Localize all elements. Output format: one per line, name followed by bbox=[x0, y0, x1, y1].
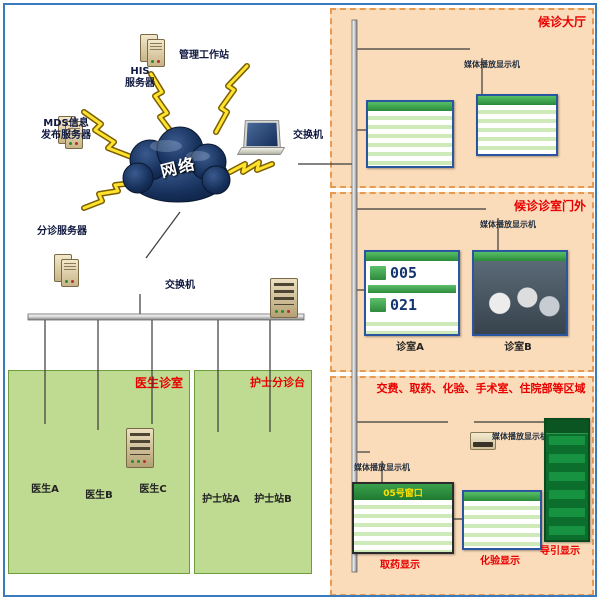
queue-number: 021 bbox=[390, 296, 418, 314]
hall-display-1 bbox=[366, 100, 454, 168]
nurse-a-label: 护士站A bbox=[202, 494, 240, 505]
triage-server-label: 分诊服务器 bbox=[37, 226, 87, 237]
queue-row: 021 bbox=[366, 293, 458, 317]
queue-row: 005 bbox=[366, 261, 458, 285]
room-media-player-label: 媒体播放显示机 bbox=[480, 220, 536, 229]
guide-display bbox=[544, 418, 590, 542]
display-rows bbox=[478, 105, 556, 154]
areas-media-player-label-2: 媒体播放显示机 bbox=[354, 463, 410, 472]
room-b-label: 诊室B bbox=[504, 342, 532, 353]
room-b-display bbox=[472, 250, 568, 336]
nurse-b-label: 护士站B bbox=[254, 494, 292, 505]
hall-display-2 bbox=[476, 94, 558, 156]
areas-media-player-label-1: 媒体播放显示机 bbox=[492, 432, 548, 441]
display-divider bbox=[368, 285, 456, 293]
display-rows bbox=[368, 111, 452, 166]
his-server-icon bbox=[140, 34, 165, 67]
switch-right-icon bbox=[270, 278, 298, 318]
display-header bbox=[478, 96, 556, 105]
nurse-station-title: 护士分诊台 bbox=[250, 376, 305, 389]
doctor-c-label: 医生C bbox=[139, 484, 167, 495]
room-a-label: 诊室A bbox=[396, 342, 424, 353]
switch-right-label: 交换机 bbox=[293, 130, 323, 141]
service-areas-title: 交费、取药、化验、手术室、住院部等区域 bbox=[376, 382, 586, 395]
queue-cell bbox=[370, 266, 386, 280]
network-cloud: 网络 bbox=[116, 118, 240, 218]
waiting-hall-title: 候诊大厅 bbox=[537, 15, 586, 29]
pharmacy-display: 05号窗口 bbox=[352, 482, 454, 554]
display-header bbox=[546, 420, 588, 434]
nurse-station-panel: 护士分诊台 bbox=[194, 370, 312, 574]
management-workstation-icon bbox=[236, 120, 286, 156]
triage-server-icon bbox=[54, 254, 79, 287]
video-content bbox=[474, 261, 566, 334]
server-tower-icon bbox=[61, 259, 79, 287]
cloud-shape bbox=[122, 126, 231, 203]
his-server-label: HIS 服务器 bbox=[125, 66, 155, 89]
pharmacy-display-label: 取药显示 bbox=[380, 560, 420, 571]
window-number-header: 05号窗口 bbox=[354, 484, 452, 500]
doctor-room-panel: 医生诊室 bbox=[8, 370, 190, 574]
doctor-a-label: 医生A bbox=[31, 484, 59, 495]
hall-media-player-label: 媒体播放显示机 bbox=[464, 60, 520, 69]
hall-media-player-icon bbox=[470, 432, 496, 450]
display-header bbox=[474, 252, 566, 261]
room-a-display: 005 021 bbox=[364, 250, 460, 336]
mds-server-label: MDS信息 发布服务器 bbox=[41, 118, 91, 141]
display-rows bbox=[464, 501, 540, 548]
display-rows bbox=[549, 436, 585, 537]
server-tower-icon bbox=[147, 39, 165, 67]
mds-server-icon bbox=[58, 116, 83, 149]
display-rows bbox=[354, 500, 452, 552]
display-rows bbox=[366, 317, 458, 334]
queue-number: 005 bbox=[390, 264, 418, 282]
laptop-base bbox=[236, 147, 286, 155]
display-header bbox=[464, 492, 540, 501]
room-outside-title: 候诊诊室门外 bbox=[513, 199, 586, 213]
switch-bottom-label: 交换机 bbox=[165, 280, 195, 291]
display-header bbox=[366, 252, 458, 261]
lab-display-label: 化验显示 bbox=[480, 556, 520, 567]
display-header bbox=[368, 102, 452, 111]
lab-display bbox=[462, 490, 542, 550]
guide-display-label: 导引显示 bbox=[540, 546, 580, 557]
doctor-room-title: 医生诊室 bbox=[134, 376, 183, 390]
doctor-b-label: 医生B bbox=[85, 490, 113, 501]
laptop-screen bbox=[243, 120, 281, 150]
switch-bottom-icon bbox=[126, 428, 154, 468]
network-bus-horizontal bbox=[27, 313, 305, 321]
management-workstation-label: 管理工作站 bbox=[179, 50, 229, 61]
queue-cell bbox=[370, 298, 386, 312]
